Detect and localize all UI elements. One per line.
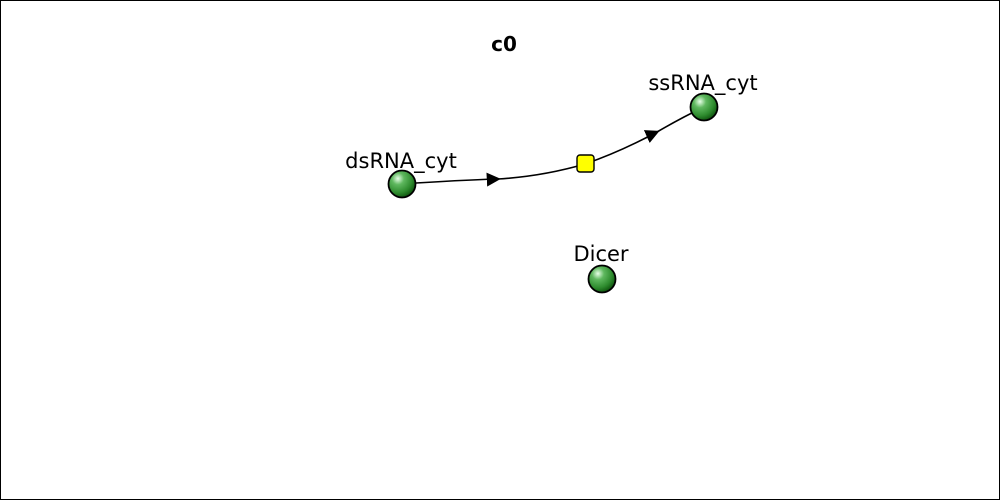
species-ssRNA_cyt[interactable]: ssRNA_cyt [648, 71, 758, 122]
species-label: Dicer [573, 242, 628, 266]
reaction-node[interactable] [576, 154, 595, 173]
reaction-edges [401, 106, 705, 187]
species-dsRNA_cyt[interactable]: dsRNA_cyt [345, 149, 457, 199]
edge-product[interactable] [584, 106, 705, 165]
compartment-title: c0 [491, 32, 517, 56]
species-Dicer[interactable]: Dicer [573, 242, 629, 294]
species-node[interactable] [689, 92, 719, 122]
species-node[interactable] [387, 169, 417, 199]
species-label: ssRNA_cyt [648, 71, 757, 96]
species-node[interactable] [587, 264, 617, 294]
